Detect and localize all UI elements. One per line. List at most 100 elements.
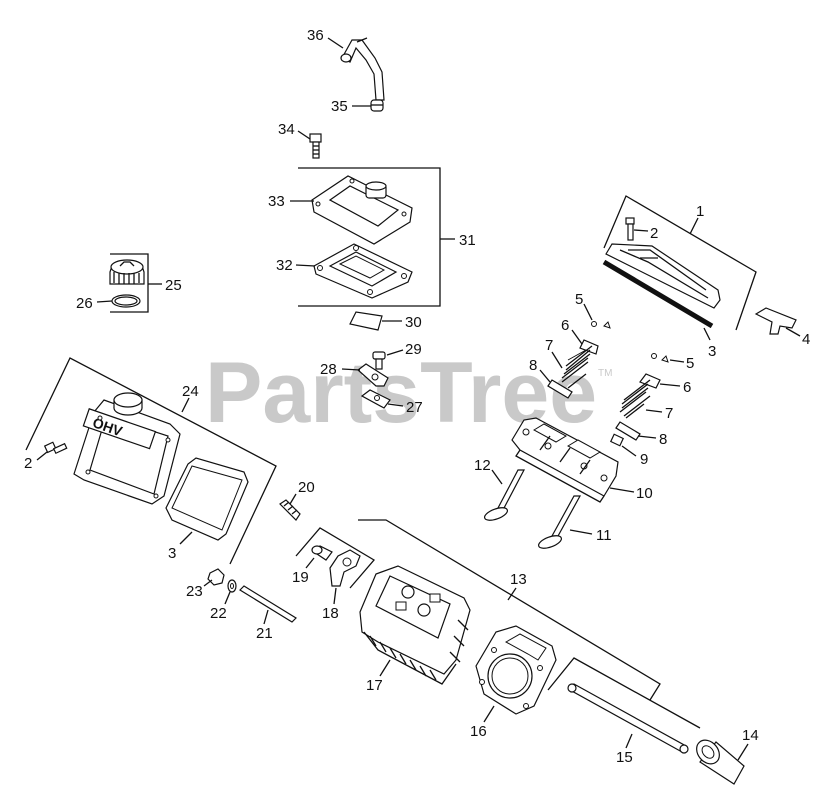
leader-3-right xyxy=(703,327,711,341)
part-8-seal-top xyxy=(547,379,573,399)
leader-6-top xyxy=(571,329,583,345)
leader-9 xyxy=(621,445,637,457)
callout-14: 14 xyxy=(742,727,759,744)
leader-34 xyxy=(297,130,311,140)
part-33-breather-cover xyxy=(311,175,413,245)
leader-11 xyxy=(569,529,593,535)
part-11-valve xyxy=(537,495,582,549)
part-5-retainer-top xyxy=(591,321,611,329)
leader-17 xyxy=(379,659,391,677)
part-21-stud-rod xyxy=(239,585,297,623)
callout-29: 29 xyxy=(405,341,422,358)
leader-8-lower xyxy=(637,435,657,439)
callout-7-top: 7 xyxy=(545,337,553,354)
callout-20: 20 xyxy=(298,479,315,496)
callout-12: 12 xyxy=(474,457,491,474)
leader-29 xyxy=(386,349,404,356)
leader-24 xyxy=(181,397,190,413)
part-valve-cover: OHV xyxy=(73,392,181,505)
part-36-breather-tube xyxy=(340,37,385,101)
part-6-cap-lower xyxy=(639,373,661,389)
part-18-rocker xyxy=(329,549,361,587)
part-35-clamp xyxy=(370,99,384,112)
callout-3-left: 3 xyxy=(168,545,176,562)
callout-35: 35 xyxy=(331,98,348,115)
leader-7-lower xyxy=(645,409,663,413)
part-7-spring-top xyxy=(561,345,593,389)
leader-18 xyxy=(333,587,337,605)
callout-16: 16 xyxy=(470,723,487,740)
callout-25: 25 xyxy=(165,277,182,294)
callout-4: 4 xyxy=(802,331,810,348)
part-19-bushing xyxy=(311,545,333,561)
callout-36: 36 xyxy=(307,27,324,44)
callout-5-top: 5 xyxy=(575,291,583,308)
part-34-bolt xyxy=(309,133,322,159)
part-3-gasket-right xyxy=(602,259,714,329)
callout-11: 11 xyxy=(596,527,612,544)
callout-30: 30 xyxy=(405,314,422,331)
leader-14 xyxy=(737,743,749,761)
callout-6-top: 6 xyxy=(561,317,569,334)
callout-31: 31 xyxy=(459,232,476,249)
leader-23 xyxy=(203,579,213,587)
part-22-washer xyxy=(227,579,237,593)
leader-3-left xyxy=(179,531,193,545)
bracket-31 xyxy=(298,167,441,307)
callout-26: 26 xyxy=(76,295,93,312)
part-oil-fill-cap xyxy=(109,259,145,285)
callout-19: 19 xyxy=(292,569,309,586)
part-30-seal xyxy=(349,311,383,331)
callout-17: 17 xyxy=(366,677,383,694)
callout-3-right: 3 xyxy=(708,343,716,360)
callout-27: 27 xyxy=(406,399,423,416)
callout-13: 13 xyxy=(510,571,527,588)
part-3-gasket-left xyxy=(165,457,249,541)
callout-15: 15 xyxy=(616,749,633,766)
leader-26 xyxy=(96,300,113,303)
part-28-clip xyxy=(357,363,389,387)
part-17-cylinder-head xyxy=(359,565,471,685)
watermark-trademark: TM xyxy=(598,368,612,379)
part-8-seal-lower xyxy=(615,421,641,441)
part-1-valve-cover xyxy=(605,243,721,309)
leader-1 xyxy=(689,217,699,235)
part-6-cap-top xyxy=(579,339,599,355)
leader-4 xyxy=(785,327,801,337)
leader-21 xyxy=(263,609,269,625)
part-23-nut xyxy=(207,568,225,586)
callout-9: 9 xyxy=(640,451,648,468)
leader-12 xyxy=(491,469,503,485)
callout-7-lower: 7 xyxy=(665,405,673,422)
leader-13 xyxy=(507,587,517,601)
part-4-bracket xyxy=(754,307,797,335)
callout-10: 10 xyxy=(636,485,653,502)
part-10-rocker-assembly xyxy=(511,417,619,503)
leader-15 xyxy=(625,733,633,749)
callout-34: 34 xyxy=(278,121,295,138)
leader-2-left xyxy=(36,451,48,461)
leader-27 xyxy=(387,403,404,407)
leader-8-top xyxy=(539,369,551,383)
leader-32 xyxy=(295,264,316,267)
callout-22: 22 xyxy=(210,605,227,622)
part-27-clip xyxy=(360,389,391,409)
part-2-bolt-right xyxy=(625,217,635,241)
callout-8-lower: 8 xyxy=(659,431,667,448)
callout-labels: 1 2 2 3 3 4 5 5 6 6 7 7 8 8 9 10 11 12 1… xyxy=(24,27,810,766)
part-5-retainer-lower xyxy=(651,353,669,363)
callout-18: 18 xyxy=(322,605,339,622)
leader-19 xyxy=(305,557,315,569)
part-26-o-ring xyxy=(111,294,141,308)
callout-6-lower: 6 xyxy=(683,379,691,396)
callout-21: 21 xyxy=(256,625,273,642)
part-14-tappet xyxy=(696,739,745,785)
part-16-head-gasket xyxy=(475,625,557,715)
part-20-stud xyxy=(279,499,301,521)
callout-33: 33 xyxy=(268,193,285,210)
leader-16 xyxy=(483,705,495,723)
part-32-gasket xyxy=(313,243,413,299)
leader-28 xyxy=(341,368,361,371)
part-12-valve xyxy=(483,469,525,521)
